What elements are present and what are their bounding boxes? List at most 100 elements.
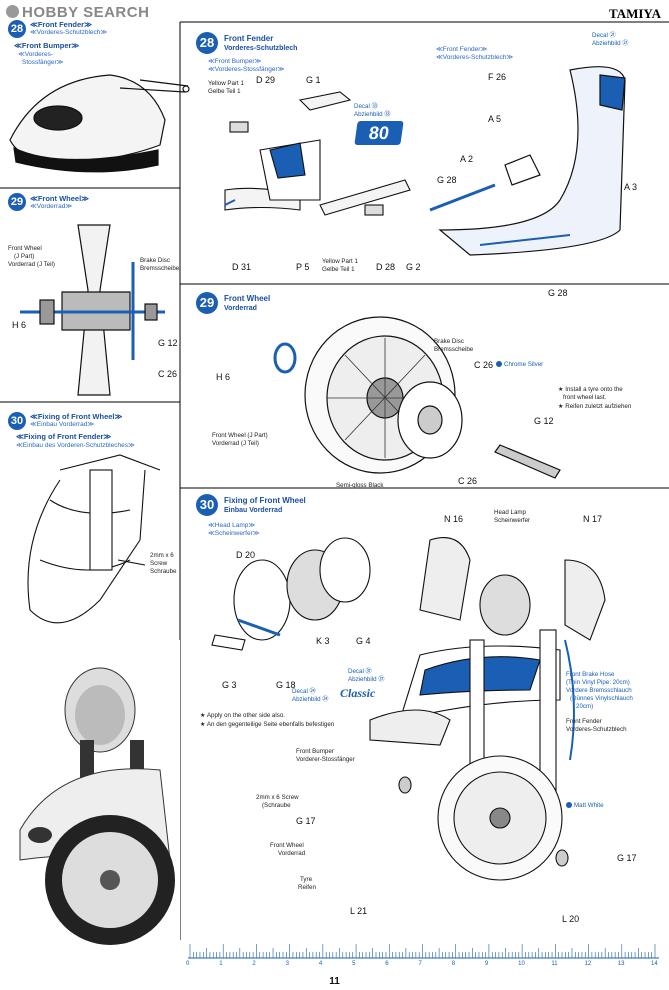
s28-yellow-part-2-de: Gelbe Teil 1: [322, 266, 355, 273]
decal-80-badge: 80: [354, 121, 404, 145]
s30-part-l20: L 20: [562, 914, 580, 924]
ruler-tick-label: 6: [385, 961, 389, 967]
s30-front-wheel: Front Wheel: [270, 842, 304, 849]
s30-front-assembly-drawing: [369, 536, 606, 881]
motorcycle-photo: [0, 640, 180, 945]
s29-note-1: ★ Install a tyre onto the: [558, 386, 623, 393]
left-s30-title: ≪Fixing of Front Wheel≫: [30, 412, 123, 421]
s30-decal24-de: Abziehbild ㉔: [292, 696, 329, 703]
s30-front-bumper: Front Bumper: [296, 748, 334, 755]
s29-title-de: Vorderrad: [224, 305, 257, 312]
s28-sub: ≪Front Bumper≫: [208, 58, 262, 65]
s30-screw-de: (Schraube: [262, 802, 291, 809]
s30-decal37: Decal ㊲: [348, 668, 372, 675]
left-s28-sub-de-2: Stossfänger≫: [22, 59, 64, 66]
s30-front-fender: Front Fender: [566, 718, 602, 725]
s30-part-d20: D 20: [236, 550, 256, 560]
s28-fender-sub: ≪Front Fender≫: [436, 46, 488, 53]
s30-part-g17b: G 17: [617, 853, 637, 863]
left-s29-front-wheel-3: Vorderrad (J Teil): [8, 261, 55, 268]
s29-note-3: ★ Reifen zuletzt aufziehen: [558, 403, 632, 410]
hobby-search-logo-icon: [6, 5, 19, 18]
left-s29-title: ≪Front Wheel≫: [30, 194, 90, 203]
left-step-number-30: 30: [8, 412, 26, 430]
s30-part-g18: G 18: [276, 680, 296, 690]
left-s28-title: ≪Front Fender≫: [30, 20, 92, 29]
step-number-30: 30: [196, 494, 218, 516]
s30-head-lamp: Head Lamp: [494, 509, 526, 516]
s30-brake-hose-5: 20cm): [576, 703, 594, 710]
s30-part-g4: G 4: [356, 636, 371, 646]
ruler-tick-label: 5: [352, 961, 356, 967]
step-number-29: 29: [196, 292, 218, 314]
s28-title: Front Fender: [224, 34, 274, 43]
s30-brake-hose-2: (Thin Vinyl Pipe: 20cm): [566, 679, 630, 686]
s29-front-wheel: Front Wheel (J Part): [212, 432, 268, 439]
s29-part-g12: G 12: [534, 416, 554, 426]
left-s29-brake-disc-2: Bremsscheibe: [140, 265, 180, 272]
s29-part-c26b: C 26: [458, 476, 478, 486]
s30-part-g3: G 3: [222, 680, 237, 690]
ruler-tick-label: 13: [617, 961, 625, 967]
left-s30-screw-1: 2mm x 6: [150, 552, 174, 559]
ruler-graphic: [188, 944, 659, 959]
left-s29-part-c26: C 26: [158, 369, 178, 379]
s30-part-g17a: G 17: [296, 816, 316, 826]
s30-part-n17: N 17: [583, 514, 603, 524]
ruler-tick-label: 8: [451, 961, 456, 967]
s30-matt-white: Matt White: [566, 802, 604, 809]
s30-screw: 2mm x 6 Screw: [256, 794, 299, 801]
s28-part-a5: A 5: [488, 114, 502, 124]
s28-bumper-drawing: [224, 91, 411, 216]
s29-part-c26a: C 26: [474, 360, 494, 370]
paint-dot-icon: [566, 802, 572, 808]
ruler-tick-label: 4: [318, 961, 323, 967]
ruler-tick-label: 10: [518, 961, 525, 967]
s28-part-g2: G 2: [406, 262, 421, 272]
s28-part-d28: D 28: [376, 262, 396, 272]
left-s29-front-wheel-1: Front Wheel: [8, 245, 42, 252]
ruler-tick-label: 7: [418, 961, 422, 967]
left-s28-sub: ≪Front Bumper≫: [14, 41, 80, 50]
s29-wheel-drawing: [273, 316, 561, 479]
s29-part-h6: H 6: [216, 372, 231, 382]
s28-fender-sub-de: ≪Vorderes-Schutzblech≫: [436, 54, 514, 61]
s28-title-de: Vorderes-Schutzblech: [224, 45, 298, 52]
s30-brake-hose-1: Front Brake Hose: [566, 671, 615, 678]
paint-dot-icon: [496, 361, 502, 367]
s28-part-g28b: G 28: [548, 288, 568, 298]
s30-note-1: ★ Apply on the other side also.: [200, 712, 286, 719]
s30-brake-hose-3: Vordere Bremsschlauch: [566, 687, 632, 694]
left-s29-title-de: ≪Vorderrad≫: [30, 203, 73, 210]
left-s30-screw-3: Schraube: [150, 568, 177, 575]
watermark: HOBBY SEARCH: [6, 4, 149, 21]
s30-front-wheel-de: Vorderrad: [278, 850, 306, 857]
s28-sub-de: ≪Vorderes-Stossfänger≫: [208, 66, 285, 73]
left-step-number-28: 28: [8, 20, 26, 38]
s30-front-bumper-de: Vorderer-Stossfänger: [296, 756, 355, 763]
left-s30-title-de: ≪Einbau Vorderrad≫: [30, 421, 95, 428]
ruler-tick-label: 14: [651, 961, 658, 967]
s28-decal33-de: Abziehbild ㉝: [354, 111, 391, 118]
left-fork-drawing: [27, 454, 161, 624]
s29-chrome-silver: Chrome Silver: [496, 361, 543, 368]
s28-decal21: Decal ㉑: [592, 32, 616, 39]
s30-headlamp-drawing: [211, 537, 371, 651]
s30-tyre-de: Reifen: [298, 884, 316, 891]
s28-yellow-part-1-de: Gelbe Teil 1: [208, 88, 241, 95]
left-s29-front-wheel-2: (J Part): [14, 253, 35, 260]
left-step-number-29: 29: [8, 193, 26, 211]
s28-part-d29: D 29: [256, 75, 276, 85]
ruler-tick-label: 3: [285, 961, 289, 967]
s28-part-a3: A 3: [624, 182, 638, 192]
s30-decal24: Decal ㉔: [292, 688, 316, 695]
left-s28-sub-de-1: ≪Vorderes-: [18, 51, 53, 58]
ruler-tick-label: 0: [186, 961, 190, 967]
s30-brake-hose-4: (Dünnes Vinylschlauch: [570, 695, 633, 702]
s30-front-fender-de: Vorderes-Schutzblech: [566, 726, 627, 733]
s30-sub-de: ≪Scheinwerfer≫: [208, 530, 260, 537]
s28-yellow-part-2: Yellow Part 1: [322, 258, 358, 265]
ruler-tick-label: 1: [219, 961, 223, 967]
s29-title: Front Wheel: [224, 294, 271, 303]
